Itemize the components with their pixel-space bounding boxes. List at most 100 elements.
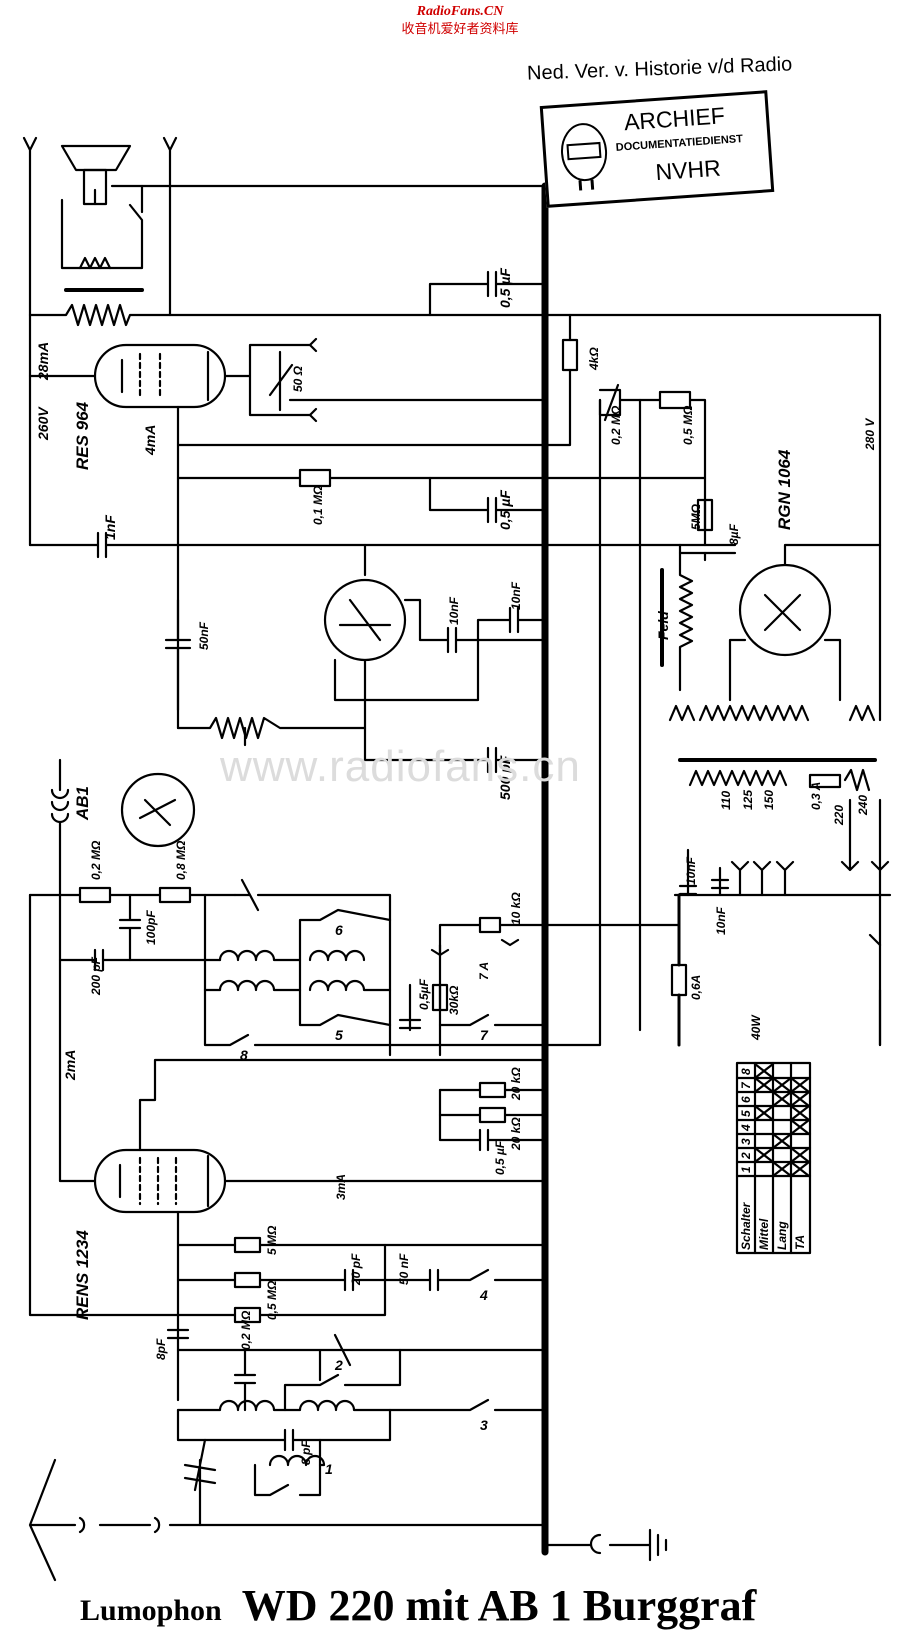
table-column-5: 5 xyxy=(739,1110,753,1117)
capacitor-200pf xyxy=(58,948,222,972)
label-p40w: 40W xyxy=(749,1014,763,1041)
table-mark xyxy=(771,1090,793,1108)
label-i28ma: 28mA xyxy=(35,342,51,381)
transformer-primary xyxy=(688,769,788,787)
loudspeaker xyxy=(22,136,178,317)
label-i3ma: 3mA xyxy=(334,1174,348,1200)
table-header-schalter: Schalter xyxy=(739,1201,753,1250)
table-column-2: 2 xyxy=(739,1152,753,1160)
resistor-0.2m-0.8m xyxy=(28,886,237,904)
output-transformer-primary xyxy=(28,303,882,327)
resistor-5m xyxy=(678,498,737,555)
label-v280: 280 V xyxy=(863,418,877,451)
resistor-20k-b xyxy=(438,1106,547,1124)
table-mark xyxy=(789,1118,811,1136)
label-t125: 125 xyxy=(741,790,755,810)
table-mark xyxy=(789,1104,811,1122)
label-c8uf: 8µF xyxy=(727,523,741,545)
table-column-4: 4 xyxy=(739,1124,753,1132)
label-r20k-a: 20 kΩ xyxy=(509,1067,523,1101)
resistor-5m-b xyxy=(176,1236,547,1254)
capacitor-1nf xyxy=(28,531,682,559)
table-mark xyxy=(771,1076,793,1094)
label-t220: 220 xyxy=(832,805,846,826)
label-v260: 260V xyxy=(35,406,51,441)
site-subtitle: 收音机爱好者资料库 xyxy=(401,21,519,36)
label-f06a: 0,6A xyxy=(689,975,703,1000)
tube-label-res964: RES 964 xyxy=(73,401,92,470)
stamp-documentatiedienst: DOCUMENTATIEDIENST xyxy=(615,133,744,154)
potentiometer-50ohm xyxy=(223,343,547,417)
table-column-8: 8 xyxy=(739,1068,753,1075)
capacitor-0.5uf-top xyxy=(428,270,547,317)
stamp-archief: ARCHIEF xyxy=(623,102,726,136)
ground xyxy=(543,1528,668,1562)
tube-label-rgn1064: RGN 1064 xyxy=(775,449,794,530)
capacitor-0.5uf-mid xyxy=(428,476,547,524)
label-i2ma: 2mA xyxy=(62,1050,78,1081)
resistor-4k xyxy=(561,338,579,372)
coil-b xyxy=(203,979,302,992)
label-c500pf: 500 pF xyxy=(497,755,513,800)
table-column-6: 6 xyxy=(739,1096,753,1103)
tube-rgn1064 xyxy=(728,543,882,702)
site-title: RadioFans.CN xyxy=(416,4,504,19)
table-mark xyxy=(753,1146,775,1164)
switch-table-marks xyxy=(753,1062,811,1178)
label-c05uf-top: 0,5 µF xyxy=(497,268,513,308)
label-r20k-b: 20 kΩ xyxy=(509,1117,523,1151)
resistor-10k xyxy=(438,916,681,1057)
antenna xyxy=(28,1458,202,1582)
label-feld: Feld xyxy=(655,611,671,640)
field-coil xyxy=(678,543,694,692)
coil-a xyxy=(218,949,302,962)
capacitor-50nf xyxy=(164,598,192,730)
label-r05m: 0,5 MΩ xyxy=(681,405,695,445)
label-t110: 110 xyxy=(719,791,733,810)
label-t150: 150 xyxy=(762,790,776,810)
volume-potentiometer xyxy=(176,716,367,740)
resistor-0.5m-b xyxy=(176,1268,547,1292)
label-p02: 0,2 MΩ xyxy=(609,405,623,445)
table-column-1: 1 xyxy=(739,1166,753,1173)
transformer-secondary xyxy=(698,704,810,722)
resistor-0.1m xyxy=(176,468,707,488)
label-c10nf-b: 10nF xyxy=(509,581,523,610)
tube-res964 xyxy=(28,343,227,712)
switch-label-4: 4 xyxy=(479,1287,488,1303)
resistor-30k xyxy=(431,983,449,1012)
tube-label-ab1: AB1 xyxy=(73,786,92,821)
table-mark xyxy=(789,1160,811,1178)
switch-label-7: 7 xyxy=(480,1027,489,1043)
title-model: WD 220 mit AB 1 Burggraf xyxy=(241,1581,757,1630)
label-ta7: 7 A xyxy=(477,962,491,980)
tube-ab1 xyxy=(120,772,196,848)
label-r10k: 10 kΩ xyxy=(509,892,523,925)
label-c50nf-b: 50 nF xyxy=(397,1253,411,1285)
table-column-3: 3 xyxy=(739,1138,753,1145)
table-mark xyxy=(753,1062,775,1080)
table-mark xyxy=(753,1104,775,1122)
title-brand: Lumophon xyxy=(80,1594,222,1627)
table-column-7: 7 xyxy=(739,1081,753,1089)
table-mark xyxy=(789,1146,811,1164)
label-i4ma: 4mA xyxy=(142,425,158,456)
label-r4k: 4kΩ xyxy=(587,347,601,371)
tube-ab1-detector xyxy=(323,578,407,662)
tube-rens1234 xyxy=(93,1148,227,1214)
label-c05uf-b: 0,5 µF xyxy=(493,1140,507,1175)
label-c05uf-sw: 0,5µF xyxy=(417,978,431,1010)
label-r01m: 0,1 MΩ xyxy=(311,485,325,525)
page-title: Lumophon WD 220 mit AB 1 Burggraf xyxy=(80,1580,756,1631)
table-mark xyxy=(789,1090,811,1108)
capacitor-10nf-b xyxy=(476,606,547,642)
label-c1nf: 1nF xyxy=(102,515,118,540)
switch-label-1: 1 xyxy=(325,1461,333,1477)
label-r5m-b: 5 MΩ xyxy=(265,1225,279,1255)
archive-stamp: ARCHIEF DOCUMENTATIEDIENST NVHR xyxy=(539,90,775,208)
label-r08m: 0,8 MΩ xyxy=(174,840,188,880)
label-r30k: 30kΩ xyxy=(447,985,461,1015)
table-header-ta: TA xyxy=(793,1235,807,1250)
table-mark xyxy=(753,1076,775,1094)
table-mark xyxy=(789,1076,811,1094)
